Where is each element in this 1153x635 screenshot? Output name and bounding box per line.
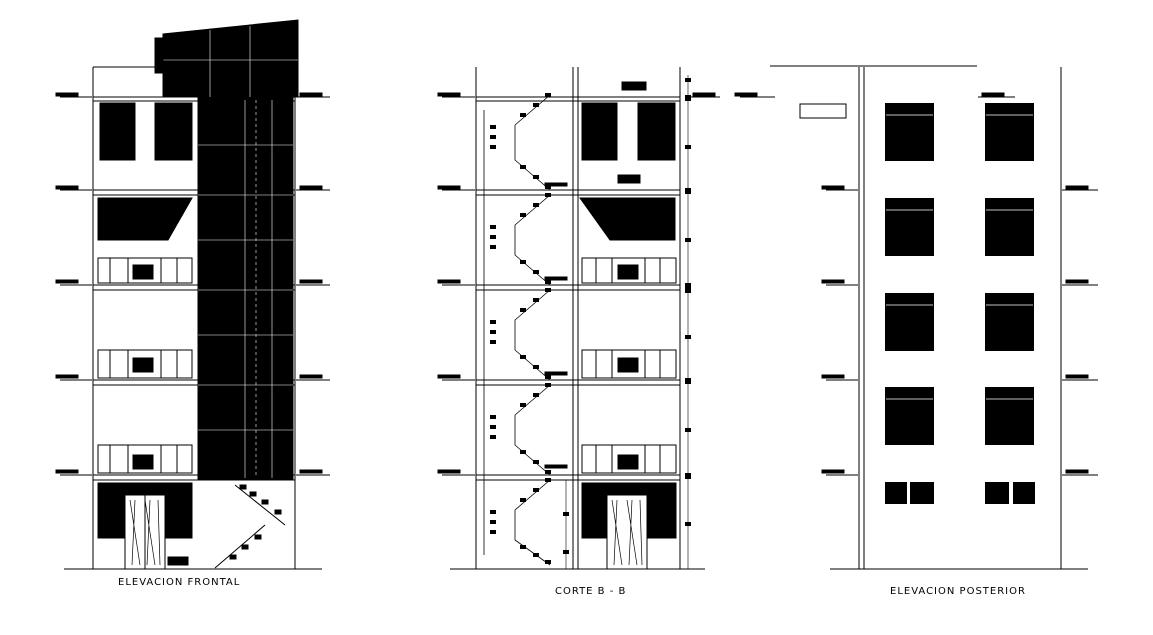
floor-lines: [476, 96, 680, 481]
window-band: [97, 257, 193, 284]
vent-grille: [799, 103, 847, 119]
window: [637, 102, 676, 161]
sign: [621, 81, 647, 91]
roof-glazing: [162, 19, 299, 98]
window-band: [581, 444, 677, 474]
sign: [617, 174, 641, 184]
section-title: CORTE B - B: [555, 586, 627, 597]
roof-detail: [154, 37, 164, 74]
window: [99, 102, 136, 161]
stair-treads: [490, 93, 551, 564]
level-markers: [437, 92, 720, 476]
window: [97, 197, 193, 241]
window-heads: [886, 114, 1033, 400]
window: [154, 102, 193, 161]
window-band: [581, 349, 677, 379]
door-hatch: [129, 499, 161, 566]
window-band: [97, 444, 193, 474]
rear-elevation-title: ELEVACION POSTERIOR: [890, 586, 1026, 597]
rear-elevation: [734, 65, 1098, 570]
sign: [167, 556, 189, 566]
section-view: [437, 67, 720, 570]
window-band: [97, 349, 193, 379]
window: [579, 197, 676, 241]
stair: [483, 94, 551, 566]
window: [581, 102, 618, 161]
rear-windows: [885, 103, 1035, 504]
front-elevation-title: ELEVACION FRONTAL: [118, 577, 241, 588]
curtain-wall-mullions: [198, 100, 293, 478]
dimension-ticks: [563, 78, 691, 554]
level-markers: [55, 92, 330, 476]
front-elevation: [55, 19, 330, 570]
level-markers: [734, 92, 1098, 476]
stair: [214, 484, 286, 569]
curtain-wall: [197, 96, 294, 480]
window-band: [581, 257, 677, 284]
roof-mullions: [163, 26, 298, 97]
door-hatch: [611, 499, 643, 566]
